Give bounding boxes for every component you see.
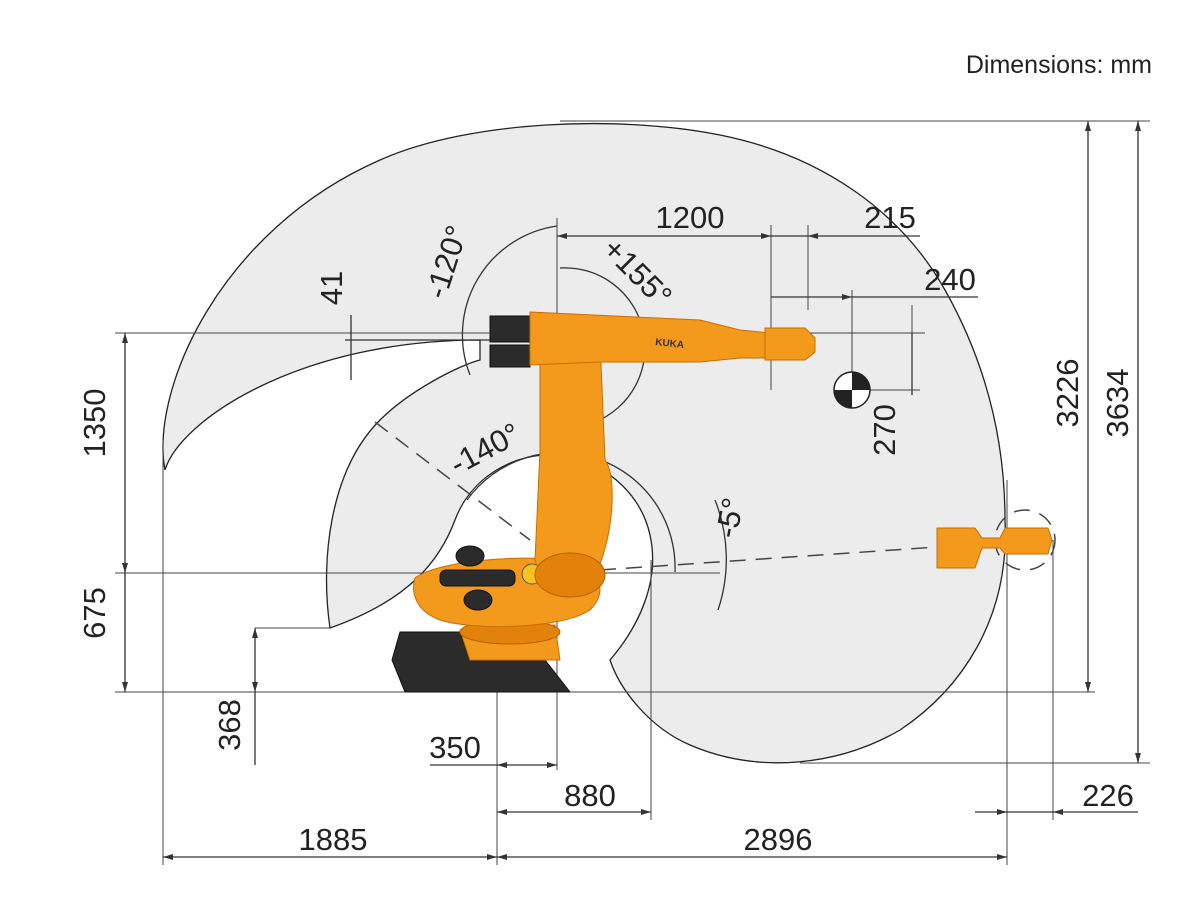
label-270: 270: [867, 404, 902, 456]
label-215: 215: [864, 200, 916, 235]
label-1350: 1350: [77, 389, 112, 458]
dim-3226: [1085, 121, 1091, 692]
units-label: Dimensions: mm: [966, 51, 1152, 79]
arc-minus-5: [714, 499, 727, 611]
dim-3634: [1135, 121, 1141, 763]
label-2896: 2896: [744, 822, 813, 857]
label-368: 368: [212, 699, 247, 751]
label-675: 675: [77, 587, 112, 639]
robot-upper-arm: KUKA: [489, 311, 771, 368]
dim-240: [771, 294, 978, 300]
robot-wrist-extended: [936, 527, 1053, 569]
label-1885: 1885: [299, 822, 368, 857]
dim-1200: [557, 233, 771, 239]
label-41: 41: [314, 271, 349, 305]
dim-2896: [497, 854, 1007, 860]
center-of-gravity-icon: [833, 371, 871, 409]
robot-lower-arm: [534, 317, 613, 598]
label-3226: 3226: [1050, 359, 1085, 428]
arc-minus-120: [461, 225, 558, 376]
dim-215: [771, 233, 920, 239]
angle-minus-5: -5°: [708, 495, 751, 541]
label-226: 226: [1082, 778, 1134, 813]
dim-350: [430, 762, 557, 768]
dim-675: [122, 573, 128, 692]
label-880: 880: [564, 778, 616, 813]
robot-wrist: [764, 327, 816, 361]
dim-1350: [122, 333, 128, 573]
axis-dashed-upper: [374, 421, 531, 541]
kuka-logo: KUKA: [655, 337, 685, 351]
tool-circle-dashed: [994, 509, 1056, 571]
dim-1885: [163, 854, 497, 860]
label-240: 240: [924, 262, 976, 297]
label-3634: 3634: [1100, 369, 1135, 438]
label-350: 350: [429, 730, 481, 765]
dim-368: [252, 628, 258, 765]
dim-880: [497, 809, 651, 815]
label-1200: 1200: [656, 200, 725, 235]
dim-226: [975, 809, 1138, 815]
robot-base: [391, 619, 572, 693]
